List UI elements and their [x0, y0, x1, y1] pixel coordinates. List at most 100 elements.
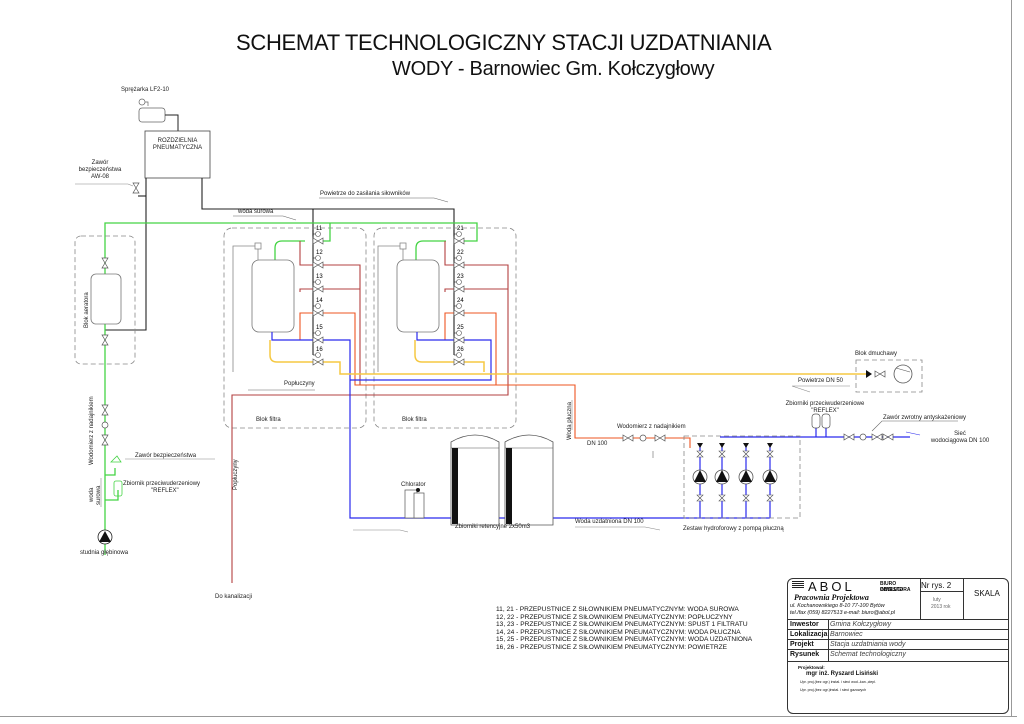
backwash-vertical-label: Popłuczyny [233, 459, 239, 490]
legend-item: 12, 22 - PRZEPUSTNICE Z SIŁOWNIKIEM PNEU… [496, 613, 733, 621]
company-logo: ABOL [808, 579, 855, 594]
legend-item: 14, 24 - PRZEPUSTNICE Z SIŁOWNIKIEM PNEU… [496, 628, 741, 636]
company-box: ABOL BIURO OBSŁUGI INWESTORA Pracownia P… [788, 579, 921, 619]
wash-water-label: Woda płuczna [567, 402, 573, 440]
reflex-tank-well [113, 480, 123, 497]
aerator-tank [90, 273, 122, 325]
scale-label: SKALA [974, 589, 1000, 598]
to-sewer-label: Do kanalizacji [215, 594, 253, 600]
actuated-valve-16 [312, 352, 324, 366]
safety-valve-aw08 [75, 182, 140, 194]
valve-number-label: 24 [457, 298, 464, 304]
legend-item: 11, 21 - PRZEPUSTNICE Z SIŁOWNIKIEM PNEU… [496, 606, 739, 613]
reflex-tank-b [821, 413, 831, 429]
valve-number-label: 11 [316, 226, 323, 232]
row-value: Barnowiec [830, 631, 863, 638]
booster-pump [714, 443, 730, 502]
aerator-block-frame [74, 235, 136, 365]
chlorinator [404, 488, 425, 519]
valve-number-label: 23 [457, 274, 464, 280]
blower-block-label: Blok dmuchawy [855, 351, 898, 357]
wash-water-pipe [299, 312, 691, 448]
office-label-2: INWESTORA [880, 587, 911, 593]
raw-water-vertical-label-1: woda [89, 487, 95, 502]
actuated-valve-23 [453, 279, 465, 293]
filter-tank-1 [251, 259, 295, 333]
actuated-valve-22 [453, 255, 465, 269]
row-key: Rysunek [790, 651, 820, 658]
title-row-drawing: Rysunek Schemat technologiczny [788, 649, 1008, 662]
actuated-valve-11 [312, 231, 324, 245]
valve-number-label: 26 [457, 347, 464, 353]
water-meter-wash-label: Wodomierz z nadajnikiem [617, 424, 686, 430]
reflex-tank-label-2: "REFLEX" [151, 488, 179, 494]
network-label-2: wodociągowa DN 100 [930, 438, 990, 444]
sheet-border-bottom [0, 716, 1017, 717]
treated-water-label: Woda uzdatniona DN 100 [575, 519, 644, 525]
raw-water-label: woda surowa [238, 209, 274, 215]
valve-number-label: 12 [316, 250, 323, 256]
booster-pump [762, 443, 778, 502]
divider [963, 579, 964, 619]
reflex-tanks-label-2: "REFLEX" [811, 408, 839, 414]
valve-number-label: 15 [316, 325, 323, 331]
filter-block-1-frame [223, 227, 367, 429]
blower-block-frame [855, 359, 923, 393]
air-actuators-label: Powietrze do zasilania siłowników [320, 191, 411, 197]
designer-label: Projektował: [798, 665, 825, 670]
booster-pump [692, 443, 708, 502]
valve-number-label: 22 [457, 250, 464, 256]
divider [788, 661, 1008, 662]
safety-valve-label-3: AW-08 [90, 174, 109, 180]
actuated-valve-24 [453, 303, 465, 317]
filter-block-1-label: Blok filtra [256, 417, 281, 423]
filter-block-2-label: Blok filtra [402, 417, 427, 423]
actuated-valve-12 [312, 255, 324, 269]
legend-item: 16, 26 - PRZEPUSTNICE Z SIŁOWNIKIEM PNEU… [496, 643, 728, 651]
valve-number-label: 25 [457, 325, 464, 331]
booster-pumps [692, 443, 778, 502]
drawing-title-line1: SCHEMAT TECHNOLOGICZNY STACJI UZDATNIANI… [236, 30, 772, 55]
valve-number-label: 16 [316, 347, 323, 353]
raw-water-vertical-label-2: surowa [96, 485, 102, 505]
aerator-block-label: Blok aeratora [84, 292, 90, 328]
raw-water-pipe [104, 222, 478, 555]
license-1: Upr. proj.(bez ogr.) instal. i sieci wod… [800, 680, 877, 684]
actuated-valve-26 [453, 352, 465, 366]
safety-valve-well-label: Zawór bezpieczeństwa [135, 453, 197, 459]
water-meter-well-label: Wodomierz z nadajnikiem [89, 396, 95, 465]
safety-valve-label-2: bezpieczeństwa [78, 167, 122, 173]
reflex-tanks-label-1: Zbiorniki przeciwuderzeniowe [785, 401, 865, 407]
valve-number-label: 13 [316, 274, 323, 280]
pneumatic-panel-label-1: ROZDZIELNIA [157, 138, 198, 144]
backwash-pipe [231, 241, 509, 583]
booster-set-label: Zestaw hydroforowy z pompą płuczną [683, 526, 784, 532]
company-contact: tel./fax (059) 8227513 e-mail: biuro@abo… [790, 610, 895, 616]
date-year: 2013 rok [931, 604, 951, 610]
check-valve-label: Zawór zwrotny antyskażeniowy [883, 415, 967, 421]
drawing-title-line2: WODY - Barnowiec Gm. Kołczygłowy [392, 58, 715, 80]
valve-number-label: 21 [457, 226, 464, 232]
row-value: Stacja uzdatniania wody [830, 641, 906, 648]
compressor-label: Sprężarka LF2-10 [121, 87, 170, 93]
office-label-1: BIURO OBSŁUGI [880, 581, 903, 593]
legend-item: 13, 23 - PRZEPUSTNICE Z SIŁOWNIKIEM PNEU… [496, 621, 748, 629]
deep-well-pump [97, 529, 113, 545]
row-key: Inwestor [790, 621, 819, 628]
deep-well-label: studnia głębinowa [80, 550, 129, 556]
filter-tank-2 [396, 259, 440, 333]
title-block: ABOL BIURO OBSŁUGI INWESTORA Pracownia P… [787, 578, 1009, 714]
legend-item: 15, 25 - PRZEPUSTNICE Z SIŁOWNIKIEM PNEU… [496, 636, 753, 644]
row-value: Schemat technologiczny [830, 651, 906, 658]
actuated-valve-13 [312, 279, 324, 293]
sheet-border-right [1011, 0, 1018, 716]
blower [866, 364, 913, 384]
date-month: luty [933, 597, 941, 603]
booster-pump [738, 443, 754, 502]
air-pipe [269, 340, 868, 375]
actuated-valve-15 [312, 330, 324, 344]
